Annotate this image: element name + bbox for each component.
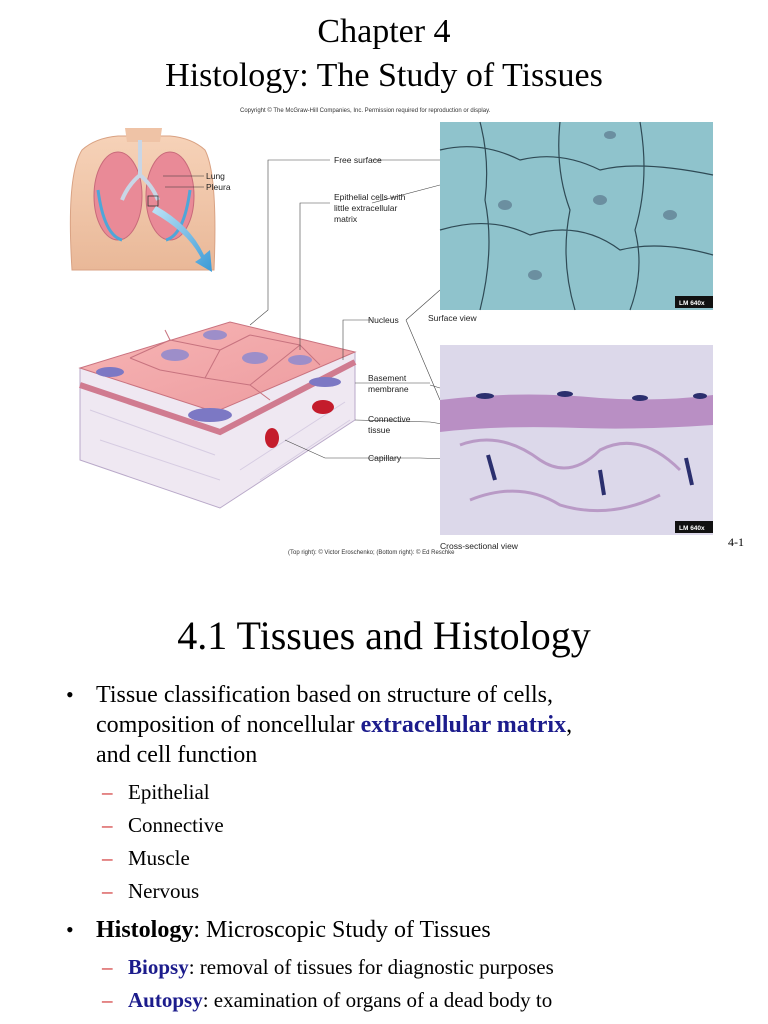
magnification-surface: LM 640x — [679, 300, 705, 307]
slide-title-line1: Chapter 4 — [317, 13, 451, 50]
page-number: 4-1 — [728, 535, 744, 549]
slide-title-line2: Histology: The Study of Tissues — [165, 57, 603, 94]
label-capillary: Capillary — [368, 453, 402, 463]
label-epithelial-3: matrix — [334, 214, 358, 224]
term-biopsy: Biopsy — [128, 955, 189, 979]
tissue-block-illustration — [78, 321, 357, 509]
label-nucleus: Nucleus — [368, 315, 399, 325]
term-histology: Histology — [96, 917, 194, 943]
label-pleura: Pleura — [206, 182, 231, 192]
sub-item-nervous: Nervous — [60, 877, 740, 905]
label-connective-1: Connective — [368, 414, 411, 424]
bullet-histology: Histology: Microscopic Study of Tissues — [60, 915, 740, 945]
label-basement-2: membrane — [368, 384, 409, 394]
term-autopsy: Autopsy — [128, 988, 203, 1012]
label-epithelial-2: little extracellular — [334, 203, 397, 213]
sub-item-autopsy: Autopsy: examination of organs of a dead… — [60, 986, 740, 1014]
copyright-notice: Copyright © The McGraw-Hill Companies, I… — [240, 108, 491, 114]
label-cross-sectional-view: Cross-sectional view — [440, 541, 519, 551]
label-free-surface: Free surface — [334, 155, 382, 165]
bullet-list: Tissue classification based on structure… — [60, 680, 740, 1019]
sub-item-biopsy: Biopsy: removal of tissues for diagnosti… — [60, 953, 740, 981]
zoom-arrow — [152, 206, 212, 272]
term-extracellular-matrix: extracellular matrix — [360, 712, 567, 738]
slide-title: 4.1 Tissues and Histology — [177, 613, 591, 658]
magnification-cross: LM 640x — [679, 525, 705, 532]
sub-item-muscle: Muscle — [60, 844, 740, 872]
slide-chapter-4: Chapter 4 Histology: The Study of Tissue… — [69, 13, 744, 556]
label-connective-2: tissue — [368, 425, 390, 435]
sub-item-epithelial: Epithelial — [60, 778, 740, 806]
sub-item-connective: Connective — [60, 811, 740, 839]
label-basement-1: Basement — [368, 373, 407, 383]
torso-illustration — [69, 128, 216, 271]
surface-micrograph: LM 640x — [439, 121, 714, 311]
label-surface-view: Surface view — [428, 313, 478, 323]
bullet-tissue-classification: Tissue classification based on structure… — [60, 680, 740, 770]
slide-tissues-and-histology: 4.1 Tissues and Histology Tissue classif… — [0, 590, 768, 1024]
photo-credits: (Top right): © Victor Eroschenko; (Botto… — [288, 549, 455, 556]
label-epithelial-1: Epithelial cells with — [334, 192, 406, 202]
label-lung: Lung — [206, 171, 225, 181]
cross-section-micrograph: LM 640x — [440, 345, 713, 535]
tissue-figure: Lung Pleura — [69, 121, 714, 556]
